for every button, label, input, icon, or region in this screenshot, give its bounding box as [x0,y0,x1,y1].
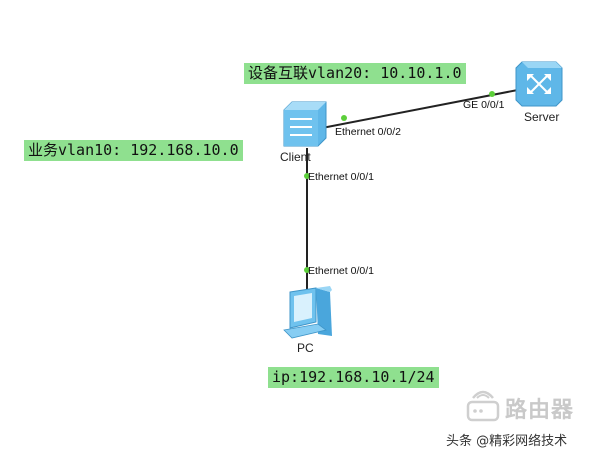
vlan20-label: 设备互联vlan20: 10.10.1.0 [244,63,466,84]
port-label-server-ge: GE 0/0/1 [463,99,505,111]
router-watermark-icon [466,390,500,422]
port-label-client-eth2: Ethernet 0/0/2 [335,126,401,138]
pc-label: PC [297,341,314,355]
port-dot-client-eth2 [341,115,347,121]
vlan10-label: 业务vlan10: 192.168.10.0 [24,140,243,161]
port-dot-server-ge [489,91,495,97]
client-switch-icon[interactable] [283,101,327,147]
port-label-pc-eth1: Ethernet 0/0/1 [308,265,374,277]
port-label-client-eth1: Ethernet 0/0/1 [308,171,374,183]
port-dot-client-eth1 [304,173,310,179]
client-label: Client [280,150,311,164]
server-icon[interactable] [515,61,563,107]
pc-ip-label: ip:192.168.10.1/24 [268,367,439,388]
server-label: Server [524,110,560,124]
pc-icon[interactable] [283,286,332,339]
credit-text: 头条 @精彩网络技术 [446,434,568,449]
port-dot-pc-eth1 [304,267,310,273]
watermark-text: 路由器 [505,398,575,423]
